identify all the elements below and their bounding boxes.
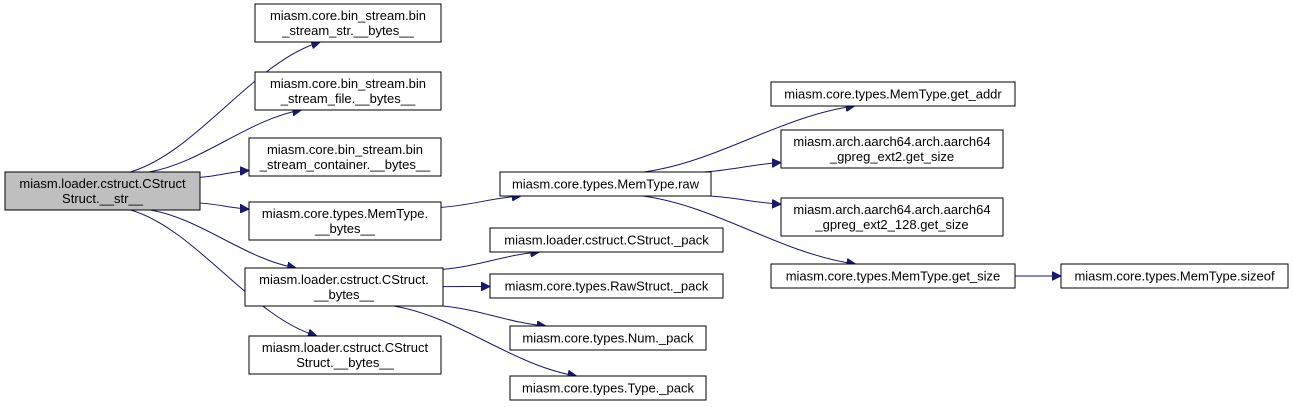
- node-box-rs_pack[interactable]: [489, 273, 724, 299]
- edge-mt_raw-to-ext2_128_size: [709, 195, 781, 204]
- node-box-type_pack[interactable]: [509, 375, 707, 401]
- node-bsf_bytes[interactable]: miasm.core.bin_stream.bin_stream_file.__…: [254, 71, 442, 111]
- node-mt_raw[interactable]: miasm.core.types.MemType.raw: [499, 171, 712, 197]
- node-bsc_bytes[interactable]: miasm.core.bin_stream.bin_stream_contain…: [248, 137, 442, 177]
- node-label-bss_bytes-line-1: _stream_str.__bytes__: [281, 23, 414, 38]
- edge-mt_raw-to-ext2_size: [703, 163, 781, 173]
- node-cs_pack[interactable]: miasm.loader.cstruct.CStruct._pack: [489, 227, 724, 253]
- node-label-root-line-0: miasm.loader.cstruct.CStruct: [19, 176, 186, 191]
- node-mt_bytes[interactable]: miasm.core.types.MemType.__bytes__: [248, 201, 442, 241]
- node-label-ext2_128_size-line-1: _gpreg_ext2_128.get_size: [814, 217, 968, 232]
- node-label-cs_bytes-line-0: miasm.loader.cstruct.CStruct.: [259, 272, 429, 287]
- node-label-mt_bytes-line-0: miasm.core.types.MemType.: [262, 206, 428, 221]
- node-label-mt_get_size-line-0: miasm.core.types.MemType.get_size: [786, 269, 1001, 284]
- edge-root-to-bsc_bytes: [199, 170, 249, 178]
- node-box-num_pack[interactable]: [509, 325, 707, 351]
- node-label-bss_bytes-line-0: miasm.core.bin_stream.bin: [270, 8, 426, 23]
- node-root[interactable]: miasm.loader.cstruct.CStructStruct.__str…: [4, 171, 201, 211]
- node-cs_bytes[interactable]: miasm.loader.cstruct.CStruct.__bytes__: [244, 267, 444, 307]
- node-label-ext2_128_size-line-0: miasm.arch.aarch64.arch.aarch64: [793, 202, 990, 217]
- node-label-root-line-1: Struct.__str__: [62, 191, 144, 206]
- edge-mt_raw-to-get_addr: [643, 106, 855, 173]
- node-get_addr[interactable]: miasm.core.types.MemType.get_addr: [770, 81, 1016, 107]
- node-label-rs_pack-line-0: miasm.core.types.RawStruct._pack: [505, 279, 709, 294]
- node-ext2_128_size[interactable]: miasm.arch.aarch64.arch.aarch64_gpreg_ex…: [780, 197, 1004, 237]
- node-label-type_pack-line-0: miasm.core.types.Type._pack: [522, 381, 694, 396]
- node-label-mt_bytes-line-1: __bytes__: [314, 221, 376, 236]
- node-rs_pack[interactable]: miasm.core.types.RawStruct._pack: [489, 273, 724, 299]
- node-label-bsf_bytes-line-1: _stream_file.__bytes__: [280, 91, 416, 106]
- node-mt_sizeof[interactable]: miasm.core.types.MemType.sizeof: [1060, 263, 1289, 289]
- node-label-bsc_bytes-line-0: miasm.core.bin_stream.bin: [267, 142, 423, 157]
- nodes-layer: miasm.loader.cstruct.CStructStruct.__str…: [4, 3, 1289, 401]
- node-label-num_pack-line-0: miasm.core.types.Num._pack: [522, 331, 694, 346]
- node-box-bsc_bytes[interactable]: [248, 137, 442, 177]
- node-box-ext2_128_size[interactable]: [780, 197, 1004, 237]
- node-mt_get_size[interactable]: miasm.core.types.MemType.get_size: [770, 263, 1016, 289]
- node-label-ext2_size-line-0: miasm.arch.aarch64.arch.aarch64: [793, 134, 990, 149]
- node-box-root[interactable]: [4, 171, 201, 211]
- node-css_bytes[interactable]: miasm.loader.cstruct.CStructStruct.__byt…: [248, 335, 442, 375]
- node-box-bss_bytes[interactable]: [254, 3, 442, 43]
- node-label-css_bytes-line-0: miasm.loader.cstruct.CStruct: [262, 340, 429, 355]
- node-box-cs_pack[interactable]: [489, 227, 724, 253]
- node-label-mt_raw-line-0: miasm.core.types.MemType.raw: [512, 177, 700, 192]
- node-label-cs_pack-line-0: miasm.loader.cstruct.CStruct._pack: [504, 233, 709, 248]
- node-box-mt_raw[interactable]: [499, 171, 712, 197]
- edge-root-to-cs_bytes: [150, 209, 296, 268]
- node-box-ext2_size[interactable]: [780, 129, 1004, 169]
- node-num_pack[interactable]: miasm.core.types.Num._pack: [509, 325, 707, 351]
- node-type_pack[interactable]: miasm.core.types.Type._pack: [509, 375, 707, 401]
- node-box-css_bytes[interactable]: [248, 335, 442, 375]
- edge-root-to-css_bytes: [130, 209, 317, 336]
- edge-root-to-bss_bytes: [130, 42, 320, 173]
- node-box-cs_bytes[interactable]: [244, 267, 444, 307]
- node-label-bsf_bytes-line-0: miasm.core.bin_stream.bin: [270, 76, 426, 91]
- node-box-get_addr[interactable]: [770, 81, 1016, 107]
- edge-root-to-mt_bytes: [199, 202, 249, 209]
- node-ext2_size[interactable]: miasm.arch.aarch64.arch.aarch64_gpreg_ex…: [780, 129, 1004, 169]
- node-box-bsf_bytes[interactable]: [254, 71, 442, 111]
- node-box-mt_get_size[interactable]: [770, 263, 1016, 289]
- edge-root-to-bsf_bytes: [149, 110, 301, 173]
- edge-cs_bytes-to-cs_pack: [442, 252, 539, 270]
- node-bss_bytes[interactable]: miasm.core.bin_stream.bin_stream_str.__b…: [254, 3, 442, 43]
- node-box-mt_bytes[interactable]: [248, 201, 442, 241]
- edge-cs_bytes-to-type_pack: [393, 305, 577, 376]
- edge-cs_bytes-to-num_pack: [442, 305, 546, 326]
- node-label-get_addr-line-0: miasm.core.types.MemType.get_addr: [784, 87, 1002, 102]
- edges-layer: [130, 42, 1061, 376]
- edge-mt_raw-to-mt_get_size: [642, 195, 856, 264]
- edge-mt_bytes-to-mt_raw: [440, 196, 521, 208]
- node-box-mt_sizeof[interactable]: [1060, 263, 1289, 289]
- node-label-ext2_size-line-1: _gpreg_ext2.get_size: [829, 149, 954, 164]
- node-label-cs_bytes-line-1: __bytes__: [313, 287, 375, 302]
- node-label-css_bytes-line-1: Struct.__bytes__: [296, 355, 394, 370]
- node-label-mt_sizeof-line-0: miasm.core.types.MemType.sizeof: [1074, 269, 1275, 284]
- node-label-bsc_bytes-line-1: _stream_container.__bytes__: [259, 157, 431, 172]
